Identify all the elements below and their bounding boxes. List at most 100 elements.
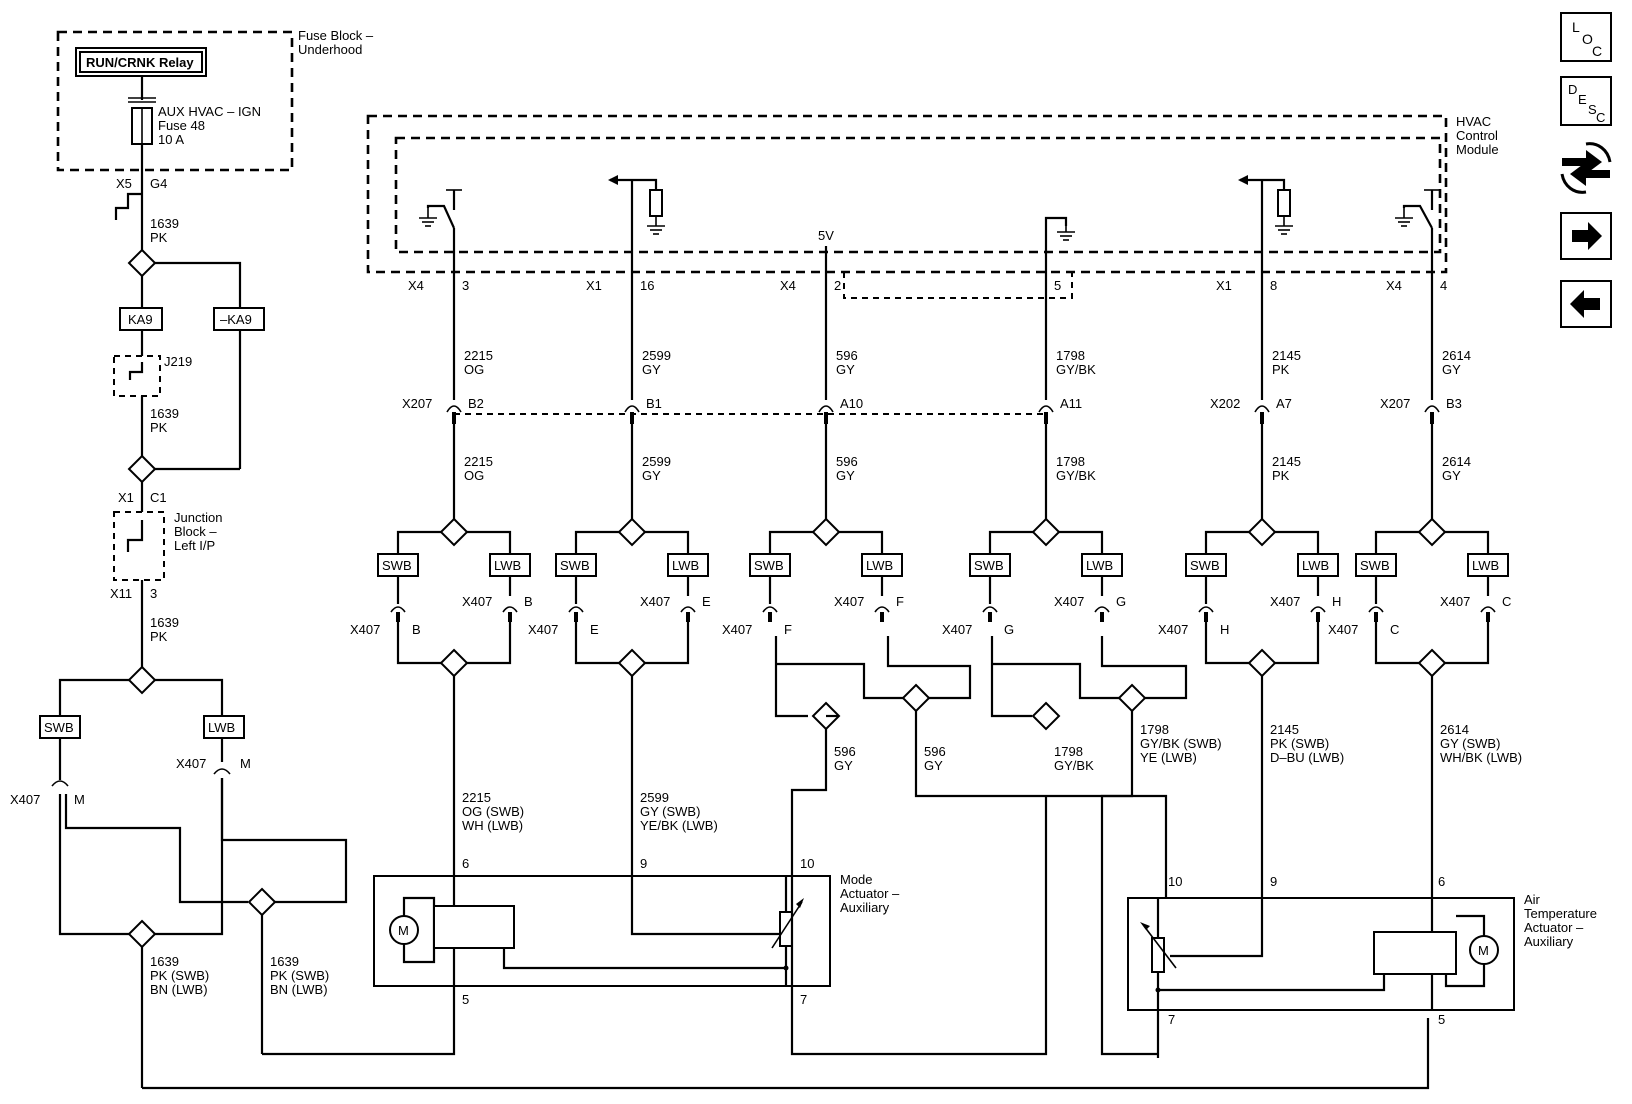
c2-num: 2599 [640,790,669,805]
col-pin: 5 [1054,278,1061,293]
pin-m-2: M [240,756,251,771]
col-wire-color-2: GY [642,468,661,483]
conn-x1: X1 [118,490,134,505]
col-inline-pin: A11 [1060,396,1082,411]
conn-x407: X407 [1270,594,1300,609]
air-motor-label: M [1478,943,1489,958]
conn-x407: X407 [640,594,670,609]
inline-connector-icon [1254,405,1270,413]
prev-arrow-button[interactable] [1560,280,1612,328]
col-wire-num-2: 596 [836,454,858,469]
wire-out2-c2: BN (LWB) [270,982,328,997]
x407-pin: F [784,622,792,637]
conn-x407: X407 [834,594,864,609]
col-pin: 16 [640,278,654,293]
loc-button[interactable]: L O C [1560,12,1612,62]
col-inline-conn: X202 [1210,396,1240,411]
col-wire-color-2: OG [464,468,484,483]
wire-1639-num-3: 1639 [150,615,179,630]
col-wire-color: GY/BK [1056,362,1096,377]
c4b-color2: YE (LWB) [1140,750,1197,765]
wire-out1-num: 1639 [150,954,179,969]
x407-pin: H [1332,594,1341,609]
col-wire-color: GY [1442,362,1461,377]
pin-c1: C1 [150,490,167,505]
col-inline-pin: B1 [646,396,662,411]
c3a-color: GY [834,758,853,773]
c3b-color: GY [924,758,943,773]
col-wire-num: 2599 [642,348,671,363]
svg-text:C: C [1596,110,1605,124]
col-inline-pin: A10 [840,396,863,411]
col-wire-num: 1798 [1056,348,1085,363]
arrow-right-icon [1572,222,1602,250]
inline-connector-icon [624,405,640,413]
wire-out1-c1: PK (SWB) [150,968,209,983]
splice-icon [439,648,469,678]
j219-label: J219 [164,354,192,369]
col-inline-pin: B3 [1446,396,1462,411]
conn-x407-2: X407 [176,756,206,771]
junction-block-icon [113,511,165,581]
x407-pin: F [896,594,904,609]
swb-label: SWB [1360,558,1390,573]
c4a-color: GY/BK [1054,758,1094,773]
inline-connector-icon [1038,405,1054,413]
fuse-block-label-2: Underhood [298,42,362,57]
splice-icon [1417,517,1447,547]
c6-num: 2614 [1440,722,1469,737]
c5-color1: PK (SWB) [1270,736,1329,751]
col-wire-color-2: GY [1442,468,1461,483]
arrow-left-icon [1570,290,1600,318]
desc-button[interactable]: D E S C [1560,76,1612,126]
lwb-label: LWB [1086,558,1113,573]
junction-label-2: Block – [174,524,217,539]
inline-connector-icon [1424,405,1440,413]
lower-wiring: 2215 OG (SWB) WH (LWB) 2599 GY (SWB) YE/… [452,636,1522,1056]
splice-icon [1031,517,1061,547]
swb-label: SWB [44,720,74,735]
c6-color1: GY (SWB) [1440,736,1500,751]
mode-motor-label: M [398,923,409,938]
col-wire-color: GY [642,362,661,377]
air-temperature-actuator-auxiliary: Air Temperature Actuator – Auxiliary 10 … [1127,690,1597,1058]
lwb-label: LWB [866,558,893,573]
fuse-name: AUX HVAC – IGN [158,104,261,119]
svg-text:S: S [1588,102,1597,117]
col-wire-color: GY [836,362,855,377]
pin-3: 3 [150,586,157,601]
j219-jumper-icon [113,355,161,397]
connector-swap-icon[interactable] [1556,140,1616,196]
air-pin-10: 10 [1168,874,1182,889]
inline-connector-icon [446,405,462,413]
air-actuator-label-1: Air [1524,892,1541,907]
conn-x5: X5 [116,176,132,191]
col-wire-color-2: PK [1272,468,1290,483]
c4b-color1: GY/BK (SWB) [1140,736,1222,751]
air-actuator-label-3: Actuator – [1524,920,1584,935]
splice-icon [617,517,647,547]
fuse-block-underhood: Fuse Block – Underhood RUN/CRNK Relay AU… [56,28,374,250]
lwb-label: LWB [494,558,521,573]
col-wire-num-2: 2145 [1272,454,1301,469]
x407-pin: H [1220,622,1229,637]
x407-pin: G [1116,594,1126,609]
lwb-label: LWB [208,720,235,735]
splice-icon [617,648,647,678]
air-pin-6: 6 [1438,874,1445,889]
mode-pin-5: 5 [462,992,469,1007]
conn-x407: X407 [462,594,492,609]
mode-pin-10: 10 [800,856,814,871]
connector-x5-icon [114,192,142,220]
next-arrow-button[interactable] [1560,212,1612,260]
left-power-circuit: 1639 PK KA9 –KA9 J219 1639 PK X1 C1 Junc… [10,216,1430,1090]
mode-pin-6: 6 [462,856,469,871]
lwb-label: LWB [1302,558,1329,573]
conn-x407: X407 [1440,594,1470,609]
wire-out2-c1: PK (SWB) [270,968,329,983]
wire-1639-num: 1639 [150,216,179,231]
